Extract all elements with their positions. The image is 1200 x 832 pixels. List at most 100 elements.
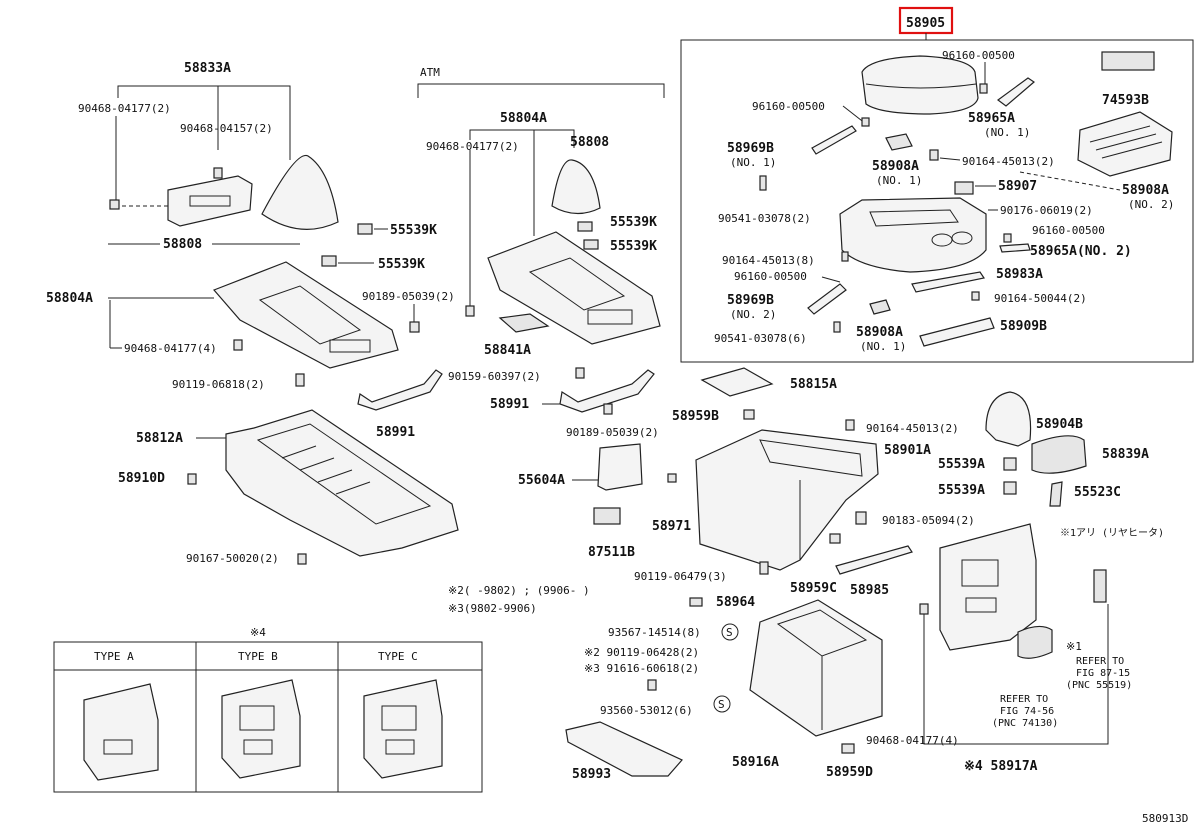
bracket-55604A-part[interactable] — [597, 443, 643, 491]
part-label-90164-45013-c[interactable]: 90164-45013(2) — [866, 422, 959, 435]
bracket-58993-part[interactable] — [565, 721, 683, 777]
part-label-90119-06479[interactable]: 90119-06479(3) — [634, 570, 727, 583]
armrest-base-part[interactable] — [839, 197, 987, 273]
part-label-58910D[interactable]: 58910D — [118, 471, 165, 486]
console-box-58901A-part[interactable] — [695, 429, 879, 571]
panel-58917A-part[interactable] — [939, 523, 1037, 651]
console-panel-58804A-b-part[interactable] — [487, 231, 661, 345]
part-label-58959B[interactable]: 58959B — [672, 409, 719, 424]
part-label-87511B[interactable]: 87511B — [588, 545, 635, 560]
lock-58908A-no2-part[interactable] — [1077, 111, 1173, 177]
part-label-58985[interactable]: 58985 — [850, 583, 889, 598]
console-box-58916A-part[interactable] — [749, 599, 883, 737]
part-label-58804A-a[interactable]: 58804A — [46, 291, 93, 306]
part-label-55523C[interactable]: 55523C — [1074, 485, 1121, 500]
part-label-90541-03078-b[interactable]: 90541-03078(6) — [714, 332, 807, 345]
part-label-90176-06019[interactable]: 90176-06019(2) — [1000, 204, 1093, 217]
part-label-90189-05039-a[interactable]: 90189-05039(2) — [362, 290, 455, 303]
part-label-58908A-2[interactable]: 58908A — [1122, 183, 1169, 198]
part-label-96160-00500-c[interactable]: 96160-00500 — [1032, 224, 1105, 237]
part-label-93560-53012[interactable]: 93560-53012(6) — [600, 704, 693, 717]
ref1-line1[interactable]: REFER TO — [1076, 656, 1124, 667]
part-label-90468-04157[interactable]: 90468-04157(2) — [180, 122, 273, 135]
part-label-90468-04177-b[interactable]: 90468-04177(4) — [124, 342, 217, 355]
part-label-58971[interactable]: 58971 — [652, 519, 691, 534]
bracket-58983A-part[interactable] — [911, 271, 985, 293]
part-label-58908A-1[interactable]: 58908A — [872, 159, 919, 174]
part-label-96160-00500-b[interactable]: 96160-00500 — [752, 100, 825, 113]
part-label-90119-06428[interactable]: ※2 90119-06428(2) — [584, 646, 699, 659]
part-label-55539A-a[interactable]: 55539A — [938, 457, 985, 472]
link-58969B-no1-part[interactable] — [811, 125, 857, 155]
ref1-line3[interactable]: (PNC 55519) — [1066, 680, 1132, 691]
part-label-58808-a[interactable]: 58808 — [163, 237, 202, 252]
part-label-96160-00500-a[interactable]: 96160-00500 — [942, 49, 1015, 62]
pad-58841A-part[interactable] — [498, 313, 550, 333]
part-label-58839A[interactable]: 58839A — [1102, 447, 1149, 462]
part-label-58808-b[interactable]: 58808 — [570, 135, 609, 150]
part-label-58993[interactable]: 58993 — [572, 767, 611, 782]
part-label-58983A[interactable]: 58983A — [996, 267, 1043, 282]
cover-58904B-part[interactable] — [985, 391, 1032, 447]
bracket-58991-b-part[interactable] — [559, 369, 655, 413]
shift-boot-58808-b-part[interactable] — [551, 159, 601, 215]
part-label-58904B[interactable]: 58904B — [1036, 417, 1083, 432]
part-label-58916A[interactable]: 58916A — [732, 755, 779, 770]
part-label-74593B[interactable]: 74593B — [1102, 93, 1149, 108]
part-label-55539A-b[interactable]: 55539A — [938, 483, 985, 498]
part-label-55539K-a[interactable]: 55539K — [390, 223, 437, 238]
part-label-55539K-d[interactable]: 55539K — [610, 239, 657, 254]
part-label-58905[interactable]: 58905 — [906, 16, 945, 31]
armrest-lid-part[interactable] — [861, 55, 979, 115]
part-label-91616-60618[interactable]: ※3 91616-60618(2) — [584, 662, 699, 675]
bracket-58991-a-part[interactable] — [357, 369, 443, 411]
tray-74593B-part[interactable] — [1101, 51, 1155, 71]
part-label-90159-60397[interactable]: 90159-60397(2) — [448, 370, 541, 383]
ref2-line3[interactable]: (PNC 74130) — [992, 718, 1058, 729]
part-label-90119-06818[interactable]: 90119-06818(2) — [172, 378, 265, 391]
part-label-58804A-b[interactable]: 58804A — [500, 111, 547, 126]
part-label-90167-50020[interactable]: 90167-50020(2) — [186, 552, 279, 565]
part-label-58969B-2[interactable]: 58969B — [727, 293, 774, 308]
part-label-58907[interactable]: 58907 — [998, 179, 1037, 194]
part-label-58969B-1[interactable]: 58969B — [727, 141, 774, 156]
part-label-90468-04177-c[interactable]: 90468-04177(2) — [426, 140, 519, 153]
part-label-90164-45013-a[interactable]: 90164-45013(2) — [962, 155, 1055, 168]
ref2-line2[interactable]: FIG 74-56 — [1000, 706, 1054, 717]
hinge-58965A-no1-part[interactable] — [996, 77, 1035, 107]
part-label-58812A[interactable]: 58812A — [136, 431, 183, 446]
console-frame-58812A-part[interactable] — [225, 409, 459, 557]
part-label-58964[interactable]: 58964 — [716, 595, 755, 610]
link-58969B-no2-part[interactable] — [807, 283, 847, 315]
console-panel-58804A-a-part[interactable] — [212, 261, 399, 369]
ref1-line2[interactable]: FIG 87-15 — [1076, 668, 1130, 679]
part-label-90541-03078-a[interactable]: 90541-03078(2) — [718, 212, 811, 225]
shift-boot-58808-a-part[interactable] — [261, 154, 339, 230]
part-label-93567-14514[interactable]: 93567-14514(8) — [608, 626, 701, 639]
part-label-90468-04177-a[interactable]: 90468-04177(2) — [78, 102, 171, 115]
part-label-55539K-b[interactable]: 55539K — [378, 257, 425, 272]
part-label-58815A[interactable]: 58815A — [790, 377, 837, 392]
part-label-90183-05094[interactable]: 90183-05094(2) — [882, 514, 975, 527]
part-label-58901A[interactable]: 58901A — [884, 443, 931, 458]
part-label-58908A-3[interactable]: 58908A — [856, 325, 903, 340]
part-label-58841A[interactable]: 58841A — [484, 343, 531, 358]
part-label-55539K-c[interactable]: 55539K — [610, 215, 657, 230]
part-label-58991-b[interactable]: 58991 — [490, 397, 529, 412]
part-label-58959D[interactable]: 58959D — [826, 765, 873, 780]
latch-58908A-no1-b-part[interactable] — [869, 299, 891, 315]
part-label-58833A[interactable]: 58833A — [184, 61, 231, 76]
part-label-58959C[interactable]: 58959C — [790, 581, 837, 596]
part-label-90164-50044[interactable]: 90164-50044(2) — [994, 292, 1087, 305]
part-label-90164-45013-b[interactable]: 90164-45013(8) — [722, 254, 815, 267]
part-label-55604A[interactable]: 55604A — [518, 473, 565, 488]
plate-58909B-part[interactable] — [919, 317, 995, 347]
part-label-58917A[interactable]: ※4 58917A — [964, 759, 1038, 774]
part-label-96160-00500-d[interactable]: 96160-00500 — [734, 270, 807, 283]
pad-87511B-part[interactable] — [593, 507, 621, 525]
bezel-58833A-part[interactable] — [167, 175, 253, 227]
part-58907[interactable] — [954, 181, 974, 195]
part-label-90468-04177-d[interactable]: 90468-04177(4) — [866, 734, 959, 747]
part-label-90189-05039-b[interactable]: 90189-05039(2) — [566, 426, 659, 439]
part-label-58965A-2[interactable]: 58965A(NO. 2) — [1030, 244, 1132, 259]
